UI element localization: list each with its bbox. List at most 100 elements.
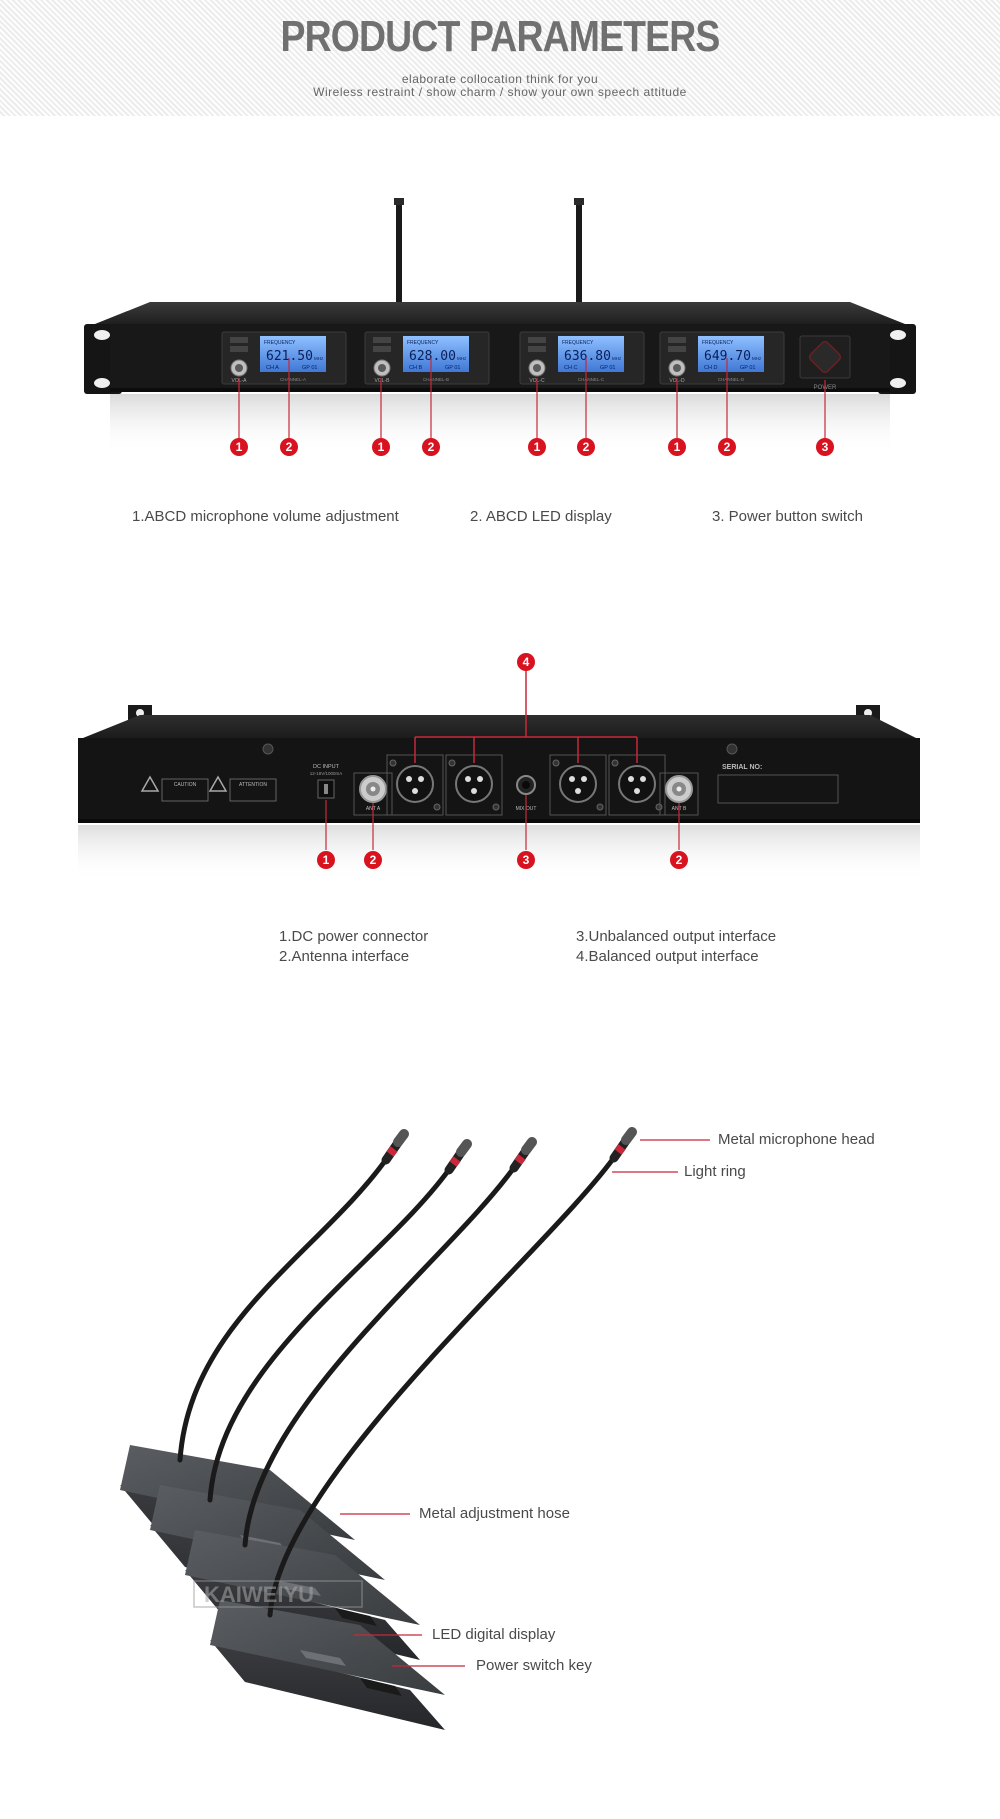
light-ring-2 <box>449 1156 461 1167</box>
channel-label-1: CHANNEL-A <box>280 377 306 382</box>
lcd-frequency-label-3: FREQUENCY <box>562 340 594 346</box>
warning-labels: CAUTION ATTENTION <box>140 775 277 802</box>
rear-badge-5-label: 2 <box>676 853 683 867</box>
power-key-4[interactable] <box>360 1678 402 1696</box>
channel-label-3: CHANNEL-C <box>578 377 605 382</box>
xlr-output-1[interactable] <box>386 754 444 816</box>
rear-badge-4: 3 <box>517 851 535 869</box>
dc-input-spec: 12-18V/1000mA <box>310 771 343 776</box>
front-badge-9: 3 <box>816 438 834 456</box>
lcd-group-3: GP 01 <box>600 365 616 371</box>
gooseneck-hose-1 <box>177 1151 393 1463</box>
brand-watermark-text: KAIWEIYU <box>204 1582 314 1607</box>
lcd-unit-3: MHz <box>612 356 622 361</box>
front-badge-2: 2 <box>280 438 298 456</box>
gooseneck-hose-3 <box>242 1159 521 1548</box>
rear-badge-2: 1 <box>317 851 335 869</box>
front-badge-1-label: 1 <box>236 440 243 454</box>
volume-knob-2[interactable] <box>373 359 391 377</box>
lcd-group-4: GP 01 <box>740 365 756 371</box>
rear-badge-5: 2 <box>670 851 688 869</box>
antenna-right <box>574 198 584 304</box>
front-badge-4-label: 2 <box>428 440 435 454</box>
rear-badge-3: 2 <box>364 851 382 869</box>
rear-badge-1: 4 <box>517 653 535 671</box>
lcd-frequency-label-1: FREQUENCY <box>264 340 296 346</box>
front-badge-5-label: 1 <box>534 440 541 454</box>
power-key-3[interactable] <box>335 1608 377 1626</box>
rear-caption-2: 2.Antenna interface <box>279 948 410 965</box>
front-caption-1: 1.ABCD microphone volume adjustment <box>132 508 399 525</box>
callout-metal-adjustment-hose: Metal adjustment hose <box>419 1505 570 1522</box>
serial-number-box: SERIAL NO: <box>717 764 839 804</box>
lcd-unit-1: MHz <box>314 356 324 361</box>
gooseneck-hose-4 <box>267 1149 621 1618</box>
lcd-frequency-label-4: FREQUENCY <box>702 340 734 346</box>
lcd-channel-3: CH C <box>564 365 577 371</box>
rear-caption-4: 4.Balanced output interface <box>576 948 759 965</box>
light-ring-1 <box>386 1146 398 1157</box>
front-badge-8-label: 2 <box>724 440 731 454</box>
lcd-frequency-3: 636.80 <box>564 349 611 364</box>
front-badge-5: 1 <box>528 438 546 456</box>
front-badge-8: 2 <box>718 438 736 456</box>
balanced-output-bracket <box>414 667 638 763</box>
front-badge-6-label: 2 <box>583 440 590 454</box>
volume-knob-1[interactable] <box>230 359 248 377</box>
xlr-output-2[interactable] <box>445 754 503 816</box>
front-badge-7: 1 <box>668 438 686 456</box>
front-badge-9-label: 3 <box>822 440 829 454</box>
channel-label-4: CHANNEL-D <box>718 377 745 382</box>
rear-panel-receiver: CAUTION ATTENTION DC INPUT 12-18V/1000mA… <box>78 653 920 880</box>
rear-caption-1: 1.DC power connector <box>279 928 429 945</box>
xlr-output-4[interactable] <box>608 754 666 816</box>
led-display-4 <box>300 1650 346 1666</box>
rear-badge-3-label: 2 <box>370 853 377 867</box>
channel-label-2: CHANNEL-B <box>423 377 449 382</box>
attention-label: ATTENTION <box>239 782 267 788</box>
callout-light-ring: Light ring <box>684 1163 746 1180</box>
rear-badge-1-label: 4 <box>523 655 530 669</box>
header-banner: PRODUCT PARAMETERS elaborate collocation… <box>0 0 1000 116</box>
front-badge-1: 1 <box>230 438 248 456</box>
front-badge-6: 2 <box>577 438 595 456</box>
volume-knob-4[interactable] <box>668 359 686 377</box>
lcd-channel-4: CH D <box>704 365 717 371</box>
lcd-frequency-2: 628.00 <box>409 349 456 364</box>
rear-caption-3: 3.Unbalanced output interface <box>576 928 777 945</box>
callout-metal-microphone-head: Metal microphone head <box>718 1131 875 1148</box>
gooseneck-hose-2 <box>207 1161 456 1503</box>
lcd-group-1: GP 01 <box>302 365 318 371</box>
light-ring-3 <box>514 1154 526 1165</box>
front-badge-3: 1 <box>372 438 390 456</box>
lcd-channel-1: CH A <box>266 365 279 371</box>
dc-power-connector[interactable]: DC INPUT 12-18V/1000mA <box>310 764 343 799</box>
antenna-left <box>394 198 404 304</box>
page-title: PRODUCT PARAMETERS <box>280 12 720 61</box>
lcd-unit-4: MHz <box>752 356 762 361</box>
serial-label: SERIAL NO: <box>722 764 762 771</box>
front-badge-4: 2 <box>422 438 440 456</box>
gooseneck-microphones: KAIWEIYU <box>120 1127 710 1730</box>
brand-watermark: KAIWEIYU <box>193 1580 363 1608</box>
rear-badge-2-label: 1 <box>323 853 330 867</box>
caution-label: CAUTION <box>174 782 197 788</box>
conference-microphone-4 <box>210 1127 637 1730</box>
dc-input-label: DC INPUT <box>313 764 340 770</box>
xlr-output-3[interactable] <box>549 754 607 816</box>
volume-knob-3[interactable] <box>528 359 546 377</box>
lcd-frequency-1: 621.50 <box>266 349 313 364</box>
front-caption-3: 3. Power button switch <box>712 508 863 525</box>
subtitle-line-2: Wireless restraint / show charm / show y… <box>313 85 687 99</box>
lcd-group-2: GP 01 <box>445 365 461 371</box>
lcd-channel-2: CH B <box>409 365 422 371</box>
